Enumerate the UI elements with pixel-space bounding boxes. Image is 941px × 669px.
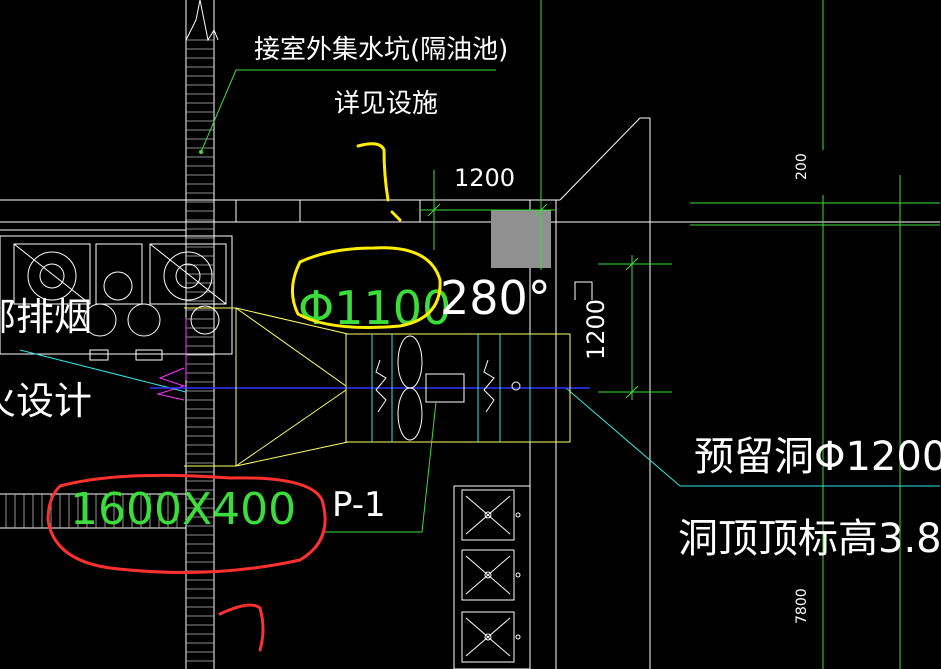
sink-fixture	[461, 489, 521, 541]
dimension-side	[598, 255, 672, 400]
left-wall-column	[185, 0, 215, 669]
axis-grid-lines	[540, 0, 940, 669]
sink-fixture	[461, 611, 521, 663]
reserved-hole-note: 预留洞Φ1200	[694, 434, 941, 480]
cyan-guide-lines	[19, 349, 940, 487]
magenta-markers	[156, 318, 187, 401]
lower-duct-stub	[0, 493, 186, 529]
yellow-markup	[291, 142, 442, 329]
fan-tag-leader	[322, 401, 437, 533]
dimension-side-value: 1200	[582, 299, 610, 360]
oil-pit-note-line2: 详见设施	[334, 89, 438, 119]
structural-column	[491, 210, 551, 268]
oil-pit-leader	[199, 69, 496, 154]
hole-bracket-symbol	[574, 281, 593, 300]
right-wall-structure	[529, 117, 651, 669]
dimension-right-top: 200	[794, 153, 810, 180]
smoke-exhaust-equipment	[0, 235, 233, 361]
dimension-top	[420, 170, 555, 250]
duct-size-label: 1600X400	[70, 484, 296, 535]
sink-fixture	[461, 549, 521, 601]
horizontal-wall-band	[0, 199, 940, 231]
angle-label: 280°	[440, 271, 551, 325]
red-markup	[46, 473, 327, 652]
exhaust-duct	[184, 307, 571, 467]
break-line-symbol	[185, 0, 219, 42]
left-label-design: 火设计	[0, 379, 92, 423]
left-label-smoke: 部排烟	[0, 295, 92, 339]
dimension-right-bottom: 7800	[794, 588, 810, 624]
oil-pit-note-line1: 接室外集水坑(隔油池)	[254, 35, 508, 65]
fan-tag-label: P-1	[332, 485, 386, 525]
hole-elevation-note: 洞顶顶标高3.80	[678, 516, 941, 562]
fan-unit	[371, 334, 531, 442]
sink-fixtures	[453, 485, 531, 669]
dimension-top-value: 1200	[454, 164, 515, 192]
